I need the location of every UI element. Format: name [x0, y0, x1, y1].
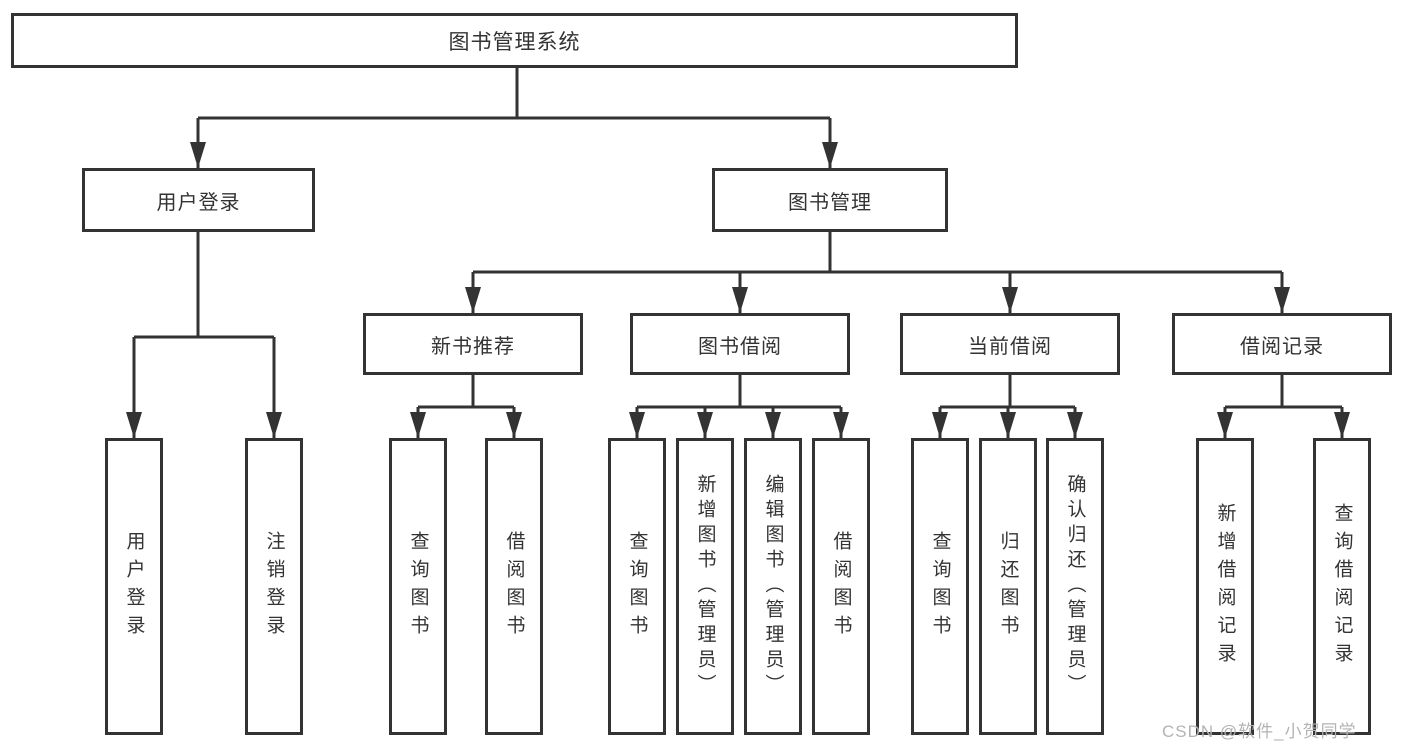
node-borrow-records: 借阅记录	[1172, 313, 1392, 375]
node-book-borrow: 图书借阅	[630, 313, 850, 375]
node-label: 借阅记录	[1240, 335, 1324, 358]
leaf-label: 查询借阅记录	[1331, 502, 1353, 671]
leaf-query-books-current: 查询图书	[911, 438, 969, 735]
leaf-label: 借阅图书	[503, 530, 525, 643]
leaf-label: 确认归还（管理员）	[1064, 474, 1086, 699]
node-user-login: 用户登录	[82, 168, 315, 232]
csdn-watermark: CSDN @软件_小贺同学	[1162, 722, 1357, 741]
leaf-query-books-recommend: 查询图书	[389, 438, 447, 735]
node-label: 当前借阅	[968, 335, 1052, 358]
node-label: 图书管理	[788, 191, 872, 214]
leaf-user-login: 用户登录	[105, 438, 163, 735]
node-label: 用户登录	[156, 191, 241, 214]
leaf-label: 新增借阅记录	[1214, 502, 1236, 671]
node-label: 图书借阅	[698, 335, 782, 358]
node-root-system: 图书管理系统	[11, 13, 1018, 68]
leaf-confirm-return-admin: 确认归还（管理员）	[1046, 438, 1104, 735]
node-label: 图书管理系统	[448, 30, 581, 54]
leaf-label: 查询图书	[626, 530, 648, 643]
leaf-logout-login: 注销登录	[245, 438, 303, 735]
node-book-management: 图书管理	[712, 168, 948, 232]
leaf-label: 借阅图书	[830, 530, 852, 643]
node-new-book-recommend: 新书推荐	[363, 313, 583, 375]
leaf-label: 查询图书	[929, 530, 951, 643]
leaf-query-borrow-record: 查询借阅记录	[1313, 438, 1371, 735]
leaf-return-books: 归还图书	[979, 438, 1037, 735]
node-current-borrow: 当前借阅	[900, 313, 1120, 375]
leaf-borrow-books-borrow: 借阅图书	[812, 438, 870, 735]
leaf-label: 查询图书	[407, 530, 429, 643]
node-label: 新书推荐	[431, 335, 515, 358]
leaf-add-borrow-record: 新增借阅记录	[1196, 438, 1254, 735]
leaf-label: 归还图书	[997, 530, 1019, 643]
leaf-add-books-admin: 新增图书（管理员）	[676, 438, 734, 735]
leaf-label: 编辑图书（管理员）	[762, 474, 784, 699]
leaf-query-books-borrow: 查询图书	[608, 438, 666, 735]
leaf-label: 新增图书（管理员）	[694, 474, 716, 699]
leaf-edit-books-admin: 编辑图书（管理员）	[744, 438, 802, 735]
leaf-label: 注销登录	[263, 530, 285, 643]
leaf-label: 用户登录	[123, 530, 145, 643]
leaf-borrow-books-recommend: 借阅图书	[485, 438, 543, 735]
